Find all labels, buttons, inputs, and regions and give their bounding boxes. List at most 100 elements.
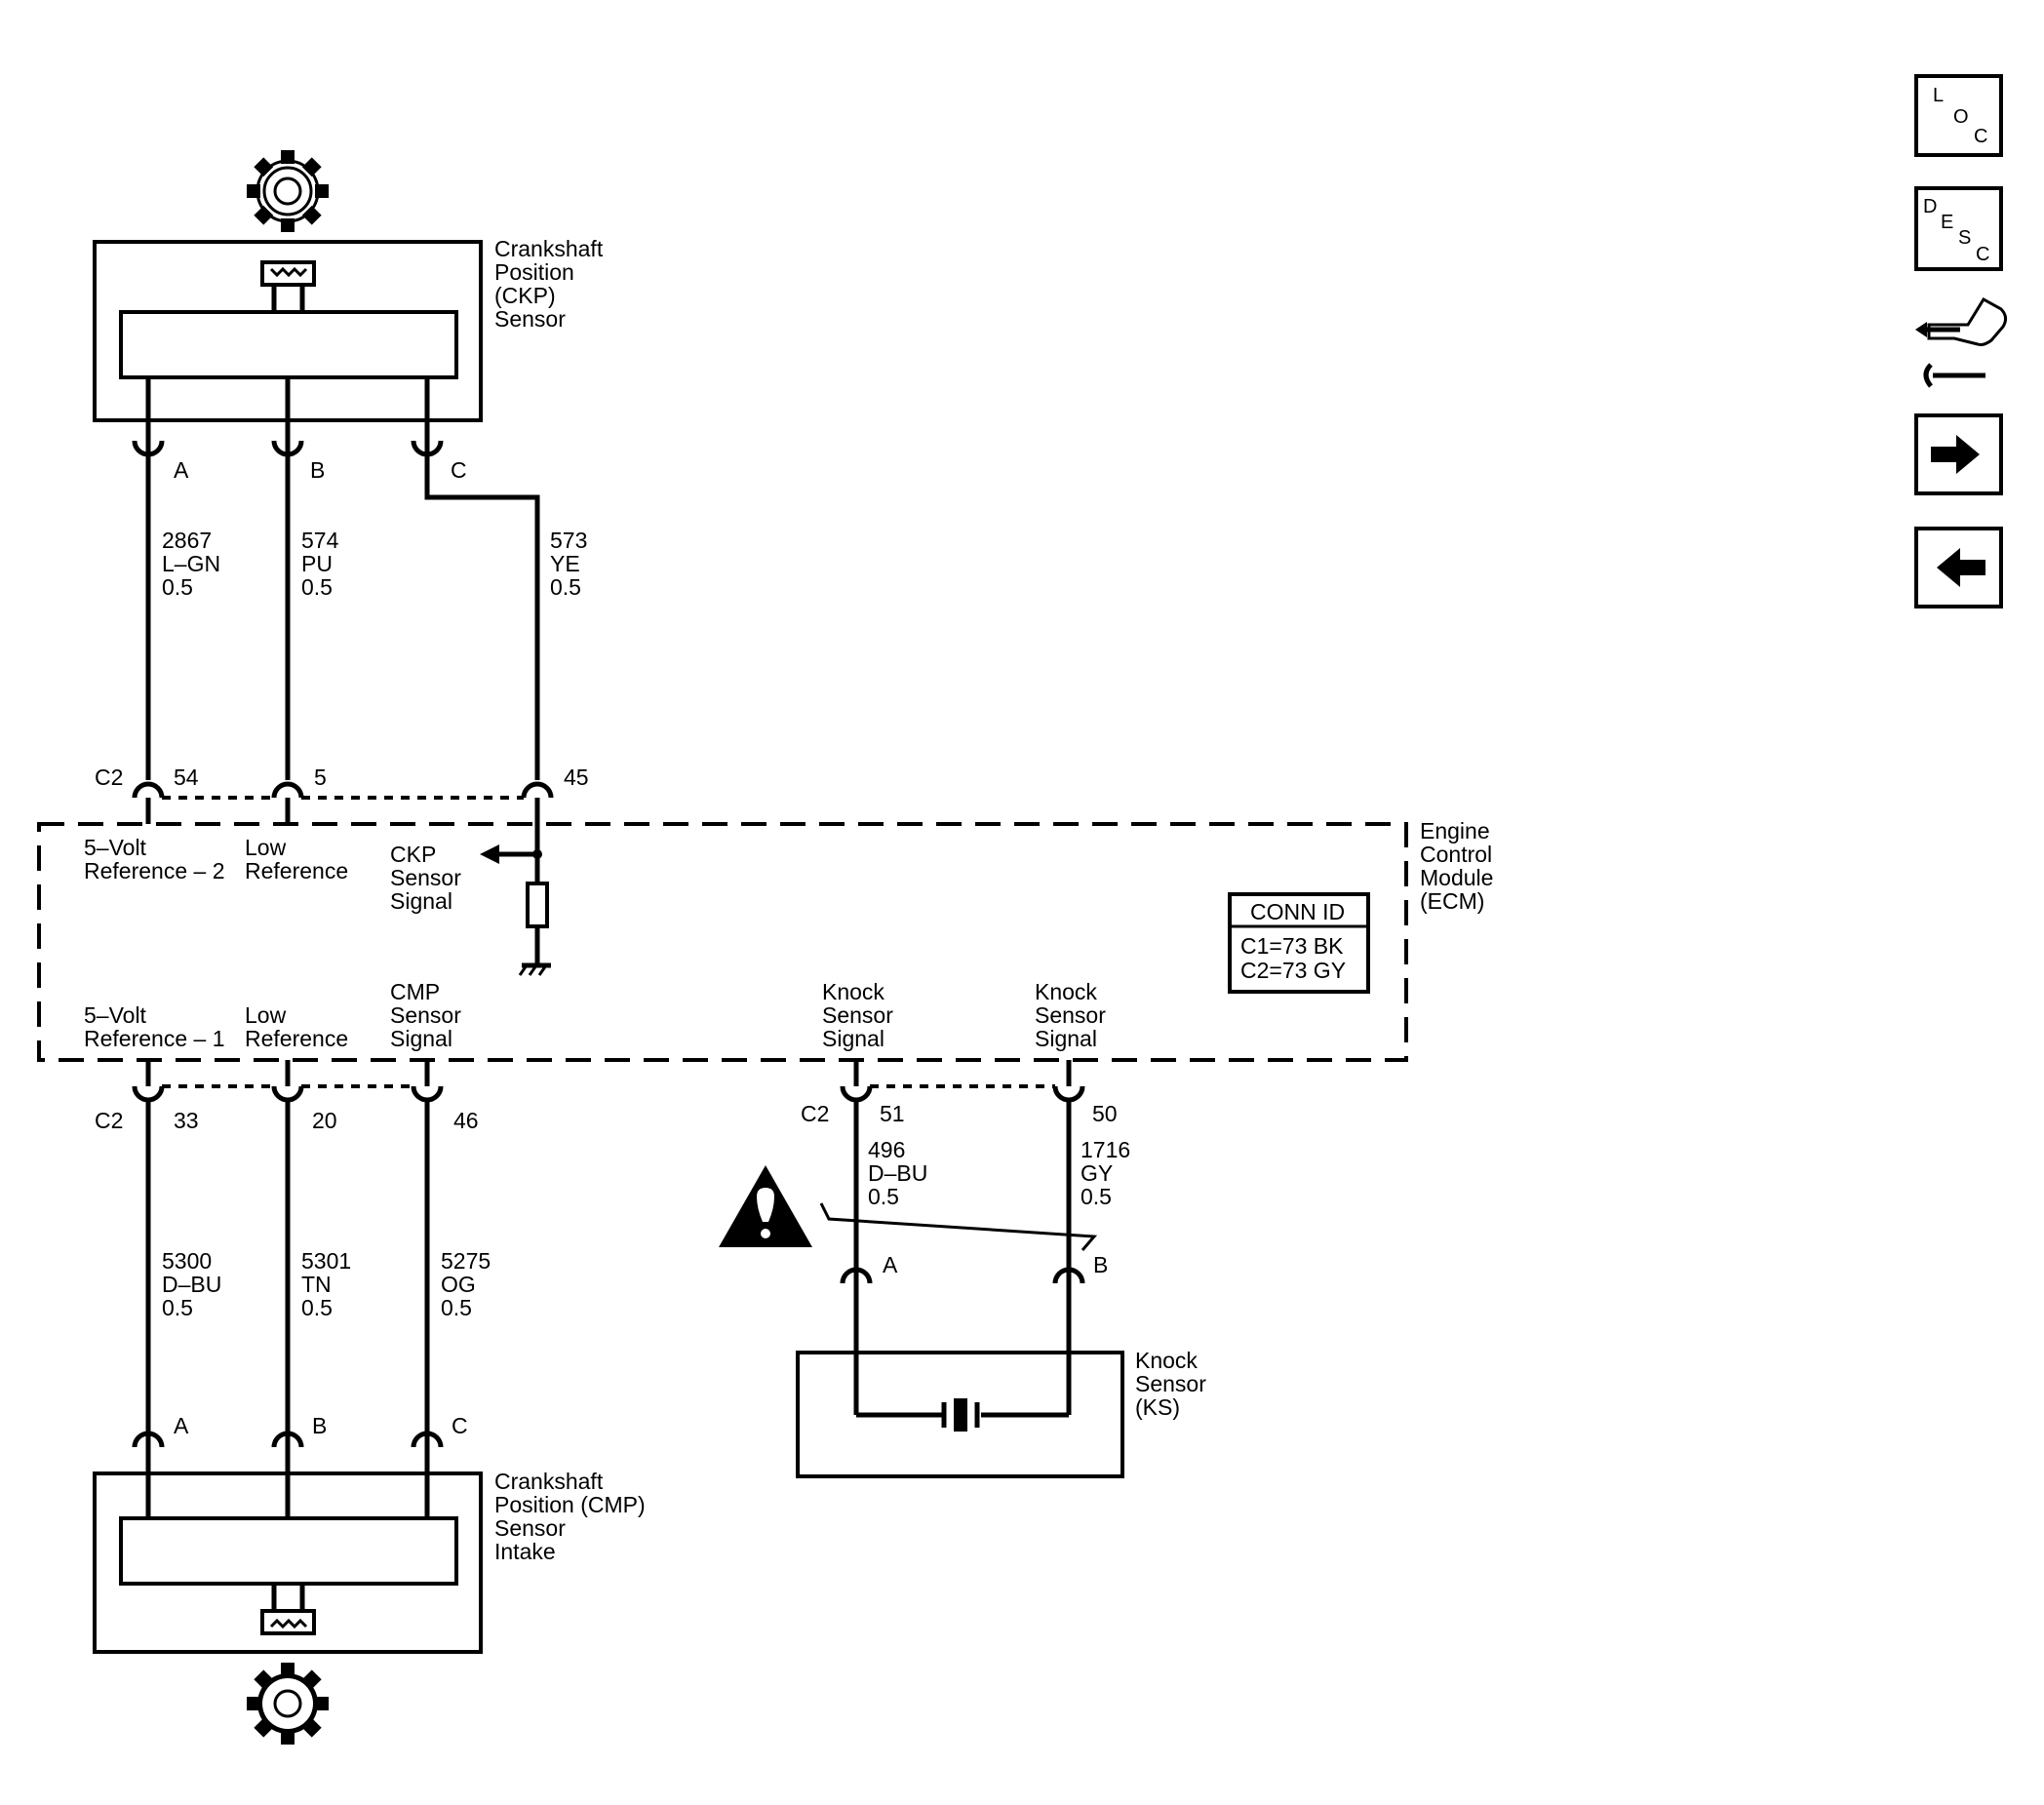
svg-text:Intake: Intake bbox=[494, 1539, 556, 1564]
svg-text:Reference – 2: Reference – 2 bbox=[84, 858, 224, 883]
svg-text:Knock: Knock bbox=[822, 979, 884, 1004]
svg-text:CKP: CKP bbox=[390, 842, 436, 867]
svg-text:1716: 1716 bbox=[1081, 1137, 1130, 1162]
wire-label-496: 496 D–BU 0.5 bbox=[868, 1137, 927, 1209]
ecm-label: Engine Control Module (ECM) bbox=[1420, 818, 1493, 914]
svg-text:0.5: 0.5 bbox=[301, 1295, 333, 1320]
svg-text:5–Volt: 5–Volt bbox=[84, 1002, 147, 1028]
svg-text:(KS): (KS) bbox=[1135, 1394, 1180, 1420]
wire-label-5275: 5275 OG 0.5 bbox=[441, 1248, 491, 1320]
svg-text:Module: Module bbox=[1420, 865, 1493, 890]
svg-text:5–Volt: 5–Volt bbox=[84, 835, 147, 860]
desc-button[interactable]: D E S C bbox=[1914, 186, 2003, 271]
svg-text:Knock: Knock bbox=[1135, 1348, 1198, 1373]
ecm-top-connector-name: C2 bbox=[95, 765, 123, 790]
svg-text:46: 46 bbox=[453, 1108, 479, 1133]
svg-text:Control: Control bbox=[1420, 842, 1492, 867]
ckp-pin-c: C bbox=[451, 457, 467, 483]
svg-text:L–GN: L–GN bbox=[162, 551, 220, 576]
svg-text:0.5: 0.5 bbox=[301, 574, 333, 600]
svg-text:573: 573 bbox=[550, 528, 587, 553]
ckp-gear-icon bbox=[247, 150, 329, 232]
top-wires bbox=[145, 449, 540, 780]
svg-text:D–BU: D–BU bbox=[868, 1160, 927, 1186]
connector-repair-button[interactable] bbox=[1915, 296, 2008, 388]
ecm-knock-connector-name: C2 bbox=[801, 1101, 829, 1126]
ckp-sensor-label: Crankshaft Position (CKP) Sensor bbox=[494, 236, 604, 332]
ecm-label-knock-signal-1: Knock Sensor Signal bbox=[822, 979, 893, 1051]
wire-label-5300: 5300 D–BU 0.5 bbox=[162, 1248, 221, 1320]
svg-text:Sensor: Sensor bbox=[1035, 1002, 1106, 1028]
wrench-icon bbox=[1923, 363, 1985, 388]
conn-id-box: CONN ID C1=73 BK C2=73 GY bbox=[1228, 892, 1370, 994]
conn-id-c1: C1=73 BK bbox=[1240, 933, 1344, 959]
previous-button[interactable] bbox=[1914, 527, 2003, 608]
knock-pin-a: A bbox=[883, 1252, 898, 1277]
knock-wires bbox=[853, 1100, 1072, 1270]
svg-text:Signal: Signal bbox=[1035, 1026, 1097, 1051]
wire-label-5301: 5301 TN 0.5 bbox=[301, 1248, 351, 1320]
svg-text:0.5: 0.5 bbox=[441, 1295, 472, 1320]
svg-text:O: O bbox=[1953, 106, 1969, 128]
svg-text:Signal: Signal bbox=[390, 1026, 452, 1051]
svg-text:C: C bbox=[1974, 126, 1987, 147]
svg-text:Engine: Engine bbox=[1420, 818, 1490, 844]
svg-text:5300: 5300 bbox=[162, 1248, 212, 1274]
svg-text:C: C bbox=[1976, 244, 1989, 265]
ecm-bottom-connector: C2 33 20 46 bbox=[95, 1060, 479, 1133]
next-button[interactable] bbox=[1914, 413, 2003, 495]
svg-text:E: E bbox=[1941, 212, 1953, 233]
svg-text:Crankshaft: Crankshaft bbox=[494, 1469, 604, 1494]
svg-text:L: L bbox=[1933, 85, 1944, 106]
ecm-knock-connector: C2 51 50 bbox=[801, 1060, 1118, 1126]
svg-text:0.5: 0.5 bbox=[868, 1184, 899, 1209]
bottom-wires bbox=[145, 1100, 430, 1433]
knock-sensor-label: Knock Sensor (KS) bbox=[1135, 1348, 1206, 1420]
ckp-sensor-element bbox=[119, 310, 458, 379]
ckp-pin-a: A bbox=[174, 457, 189, 483]
conn-id-c2: C2=73 GY bbox=[1240, 958, 1346, 983]
svg-text:S: S bbox=[1958, 227, 1971, 249]
svg-text:Sensor: Sensor bbox=[822, 1002, 893, 1028]
ecm-top-connector: C2 54 5 45 bbox=[95, 765, 589, 824]
svg-text:Crankshaft: Crankshaft bbox=[494, 236, 604, 261]
svg-text:5301: 5301 bbox=[301, 1248, 351, 1274]
hand-icon bbox=[1927, 296, 2008, 346]
cmp-gear-icon bbox=[247, 1663, 329, 1745]
svg-text:YE: YE bbox=[550, 551, 580, 576]
svg-text:5: 5 bbox=[314, 765, 327, 790]
arrow-left-icon bbox=[480, 844, 499, 864]
svg-text:Position (CMP): Position (CMP) bbox=[494, 1492, 646, 1517]
svg-text:Reference: Reference bbox=[245, 1026, 348, 1051]
svg-text:Signal: Signal bbox=[822, 1026, 884, 1051]
svg-text:Signal: Signal bbox=[390, 888, 452, 914]
svg-text:CMP: CMP bbox=[390, 979, 440, 1004]
cmp-pin-c: C bbox=[452, 1413, 468, 1438]
ckp-magnet-icon bbox=[260, 260, 316, 312]
svg-text:PU: PU bbox=[301, 551, 333, 576]
svg-text:Low: Low bbox=[245, 835, 287, 860]
svg-text:54: 54 bbox=[174, 765, 199, 790]
ecm-label-low-ref-bottom: Low Reference bbox=[245, 1002, 348, 1051]
svg-text:574: 574 bbox=[301, 528, 339, 553]
loc-button[interactable]: L O C bbox=[1914, 74, 2003, 157]
svg-text:TN: TN bbox=[301, 1272, 332, 1297]
svg-text:Low: Low bbox=[245, 1002, 287, 1028]
cmp-magnet-icon bbox=[260, 1584, 316, 1635]
svg-text:0.5: 0.5 bbox=[1081, 1184, 1112, 1209]
svg-text:D–BU: D–BU bbox=[162, 1272, 221, 1297]
svg-text:0.5: 0.5 bbox=[550, 574, 581, 600]
ecm-label-low-ref-top: Low Reference bbox=[245, 835, 348, 883]
svg-text:5275: 5275 bbox=[441, 1248, 491, 1274]
svg-text:(CKP): (CKP) bbox=[494, 283, 556, 308]
svg-text:OG: OG bbox=[441, 1272, 476, 1297]
svg-text:Reference: Reference bbox=[245, 858, 348, 883]
svg-text:Position: Position bbox=[494, 259, 574, 285]
wire-label-574: 574 PU 0.5 bbox=[301, 528, 339, 600]
wire-label-573: 573 YE 0.5 bbox=[550, 528, 587, 600]
svg-text:51: 51 bbox=[880, 1101, 905, 1126]
svg-text:(ECM): (ECM) bbox=[1420, 888, 1484, 914]
svg-text:Sensor: Sensor bbox=[390, 1002, 461, 1028]
svg-text:2867: 2867 bbox=[162, 528, 212, 553]
